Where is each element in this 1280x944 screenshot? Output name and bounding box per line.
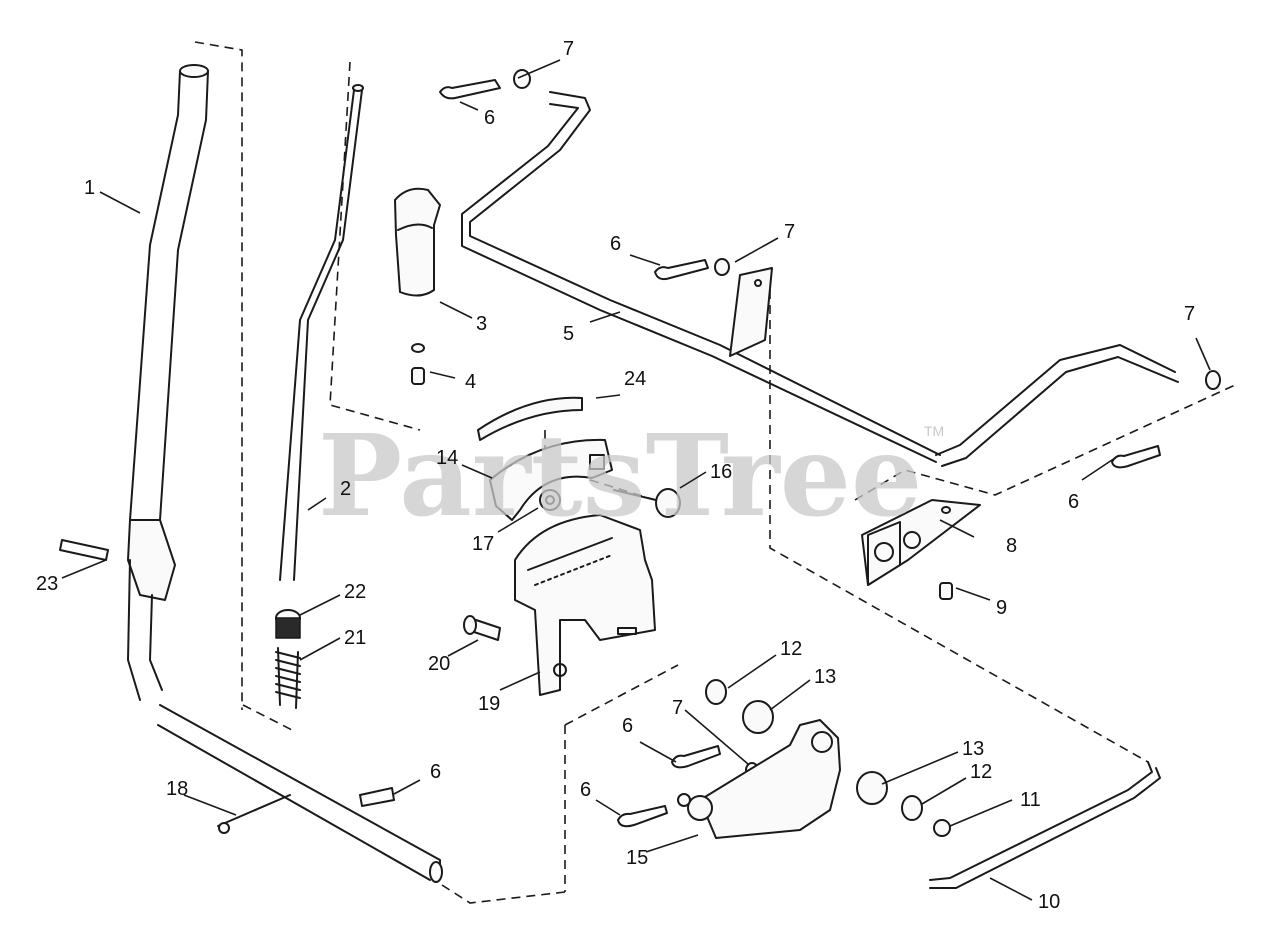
part-5-crank-rod — [461, 91, 1179, 467]
callout-7-top: 7 — [563, 38, 574, 60]
callout-13-bottom: 13 — [962, 738, 984, 760]
callout-6-shaft: 6 — [430, 761, 441, 783]
part-20-bolt — [463, 615, 501, 641]
callout-8: 8 — [1006, 535, 1017, 557]
callout-7-right: 7 — [1184, 303, 1195, 325]
callout-21: 21 — [344, 627, 366, 649]
callout-6-bottom: 6 — [580, 779, 591, 801]
callout-6-mid: 6 — [610, 233, 621, 255]
part-10-lower-rod — [929, 761, 1161, 889]
callout-19: 19 — [478, 693, 500, 715]
part-9-bolt — [939, 506, 953, 600]
callout-12-bottom: 12 — [970, 761, 992, 783]
callout-23: 23 — [36, 573, 58, 595]
assembly-outlines — [194, 41, 1236, 904]
callout-5: 5 — [563, 323, 574, 345]
callout-14: 14 — [436, 447, 458, 469]
part-22-collar — [275, 609, 301, 639]
part-8-bracket — [861, 499, 981, 586]
part-11-bolt — [933, 819, 951, 837]
leader-lines — [61, 59, 1211, 901]
callout-15: 15 — [626, 847, 648, 869]
callout-6-right: 6 — [1068, 491, 1079, 513]
crank-bracket — [729, 267, 773, 357]
callout-1: 1 — [84, 177, 95, 199]
callout-17: 17 — [472, 533, 494, 555]
part-12-13-bushings — [705, 679, 923, 821]
callout-18: 18 — [166, 778, 188, 800]
part-14-gate-plate — [489, 438, 613, 521]
watermark-trademark: TM — [924, 423, 944, 439]
callout-12-top: 12 — [780, 638, 802, 660]
part-21-spring — [275, 647, 301, 709]
callout-2: 2 — [340, 478, 351, 500]
callout-7-lower: 7 — [672, 697, 683, 719]
part-24-gate-cover — [477, 396, 583, 441]
callout-6-top: 6 — [484, 107, 495, 129]
part-4-insert — [411, 343, 425, 385]
callout-24: 24 — [624, 368, 646, 390]
part-3-knob — [394, 187, 441, 297]
callout-3: 3 — [476, 313, 487, 335]
part-15-bellcrank — [677, 719, 841, 839]
callout-20: 20 — [428, 653, 450, 675]
callout-13-top: 13 — [814, 666, 836, 688]
partstree-watermark: PartsTree TM — [318, 411, 944, 542]
part-1-shift-lever — [127, 64, 209, 701]
watermark-text: PartsTree — [318, 411, 922, 542]
part-18-shaft — [157, 704, 443, 883]
callout-16: 16 — [710, 461, 732, 483]
callout-7-mid: 7 — [784, 221, 795, 243]
part-2-lever-rod — [279, 84, 364, 581]
part-19-mounting-bracket — [514, 514, 656, 696]
part-16-button — [613, 488, 681, 518]
callout-4: 4 — [465, 371, 476, 393]
part-17-nut — [539, 489, 561, 511]
callout-9: 9 — [996, 597, 1007, 619]
callout-11: 11 — [1020, 789, 1041, 811]
part-6-cotter-pins — [359, 79, 1161, 828]
part-23-pin — [59, 539, 109, 561]
callout-22: 22 — [344, 581, 366, 603]
callout-10: 10 — [1038, 891, 1060, 913]
callout-6-lower: 6 — [622, 715, 633, 737]
callout-numbers: 1 2 3 4 5 6 6 6 6 6 6 7 7 7 7 8 9 10 11 … — [36, 38, 1195, 913]
